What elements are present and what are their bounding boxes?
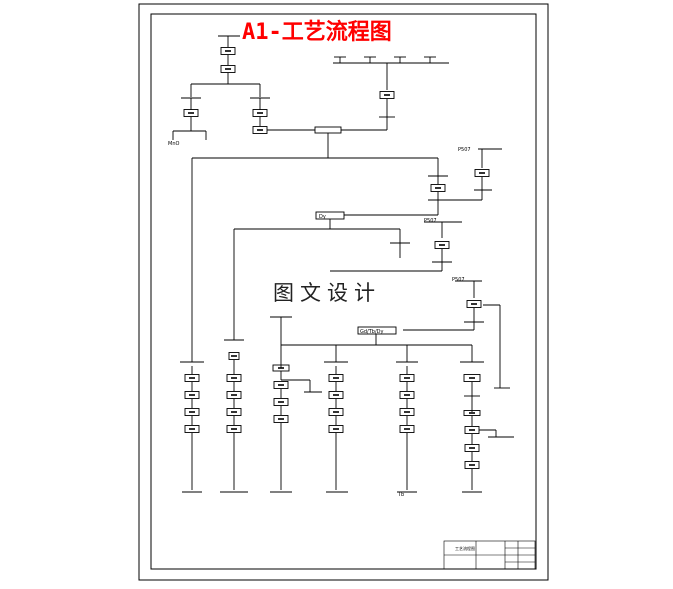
process-step-box-1 <box>220 65 236 73</box>
process-step-box-13 <box>184 425 200 433</box>
mixer-box <box>314 126 342 134</box>
process-step-box-31 <box>463 374 481 382</box>
process-step-box-32 <box>463 410 481 416</box>
process-step-box-16 <box>226 391 242 399</box>
watermark: 图文设计 <box>273 281 381 305</box>
process-step-box-35 <box>464 461 480 469</box>
process-step-box-34 <box>464 444 480 452</box>
process-step-box-21 <box>273 398 289 406</box>
process-step-box-14 <box>228 352 240 360</box>
process-step-box-29 <box>399 408 415 416</box>
process-step-box-28 <box>399 391 415 399</box>
process-step-box-20 <box>273 381 289 389</box>
process-step-box-18 <box>226 425 242 433</box>
title-block-project: 工艺流程图 <box>455 545 475 551</box>
process-step-box-12 <box>184 408 200 416</box>
process-step-box-25 <box>328 408 344 416</box>
stream-label: Dy <box>319 214 326 220</box>
drawing-title: A1-工艺流程图 <box>242 19 392 45</box>
process-step-box-26 <box>328 425 344 433</box>
title-block <box>443 540 536 570</box>
inner-border <box>150 13 537 570</box>
process-step-box-10 <box>184 374 200 382</box>
process-step-box-22 <box>273 415 289 423</box>
process-step-box-9 <box>466 300 482 308</box>
process-step-box-23 <box>328 374 344 382</box>
process-step-box-7 <box>474 169 490 177</box>
stream-label: Gd/Tb/Dy <box>360 329 383 335</box>
process-step-box-11 <box>184 391 200 399</box>
stream-label: Tb <box>397 492 404 498</box>
process-step-box-5 <box>379 91 395 99</box>
gd-tb-dy-box <box>357 326 397 335</box>
stream-label: P507 <box>424 218 437 224</box>
process-step-box-27 <box>399 374 415 382</box>
process-step-box-24 <box>328 391 344 399</box>
stream-label: P507 <box>458 147 471 153</box>
outer-border <box>138 3 549 581</box>
process-step-box-6 <box>430 184 446 192</box>
process-step-box-3 <box>252 109 268 117</box>
stream-label: MnO <box>168 141 179 147</box>
process-step-box-2 <box>183 109 199 117</box>
process-step-box-30 <box>399 425 415 433</box>
stream-label: P507 <box>452 277 465 283</box>
process-step-box-0 <box>220 47 236 55</box>
process-step-box-17 <box>226 408 242 416</box>
process-step-box-15 <box>226 374 242 382</box>
process-step-box-8 <box>434 241 450 249</box>
